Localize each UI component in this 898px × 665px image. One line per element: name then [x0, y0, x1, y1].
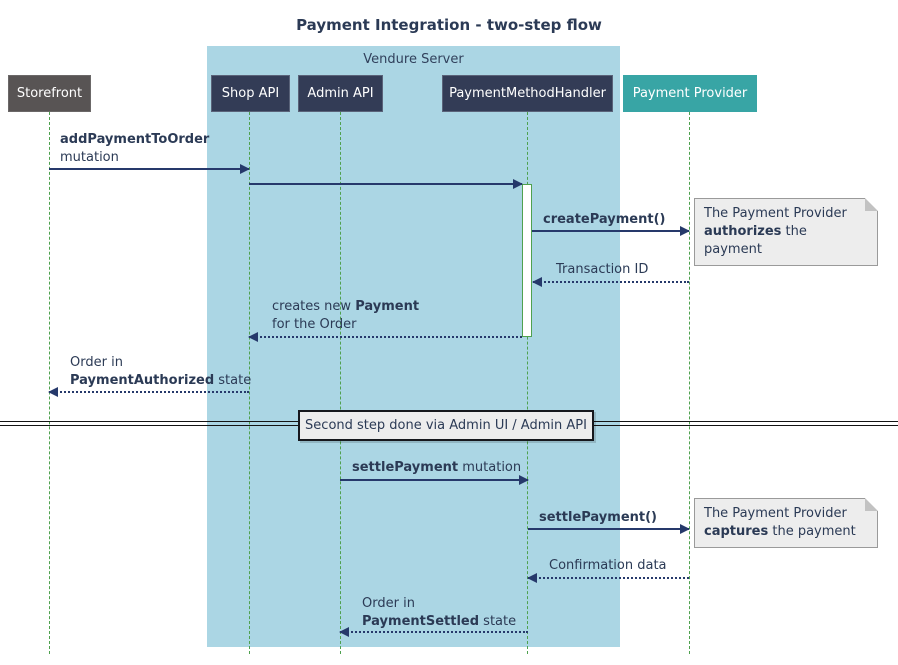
label-order-authorized-line1: Order in	[70, 355, 123, 370]
label-order-settled: Order in PaymentSettled state	[362, 595, 516, 631]
lifeline-admin-api	[340, 112, 341, 654]
participant-payment-method-handler: PaymentMethodHandler	[442, 75, 613, 112]
label-creates-payment-bold: Payment	[355, 299, 420, 314]
arrow-shop-api-to-handler	[249, 179, 523, 189]
label-add-payment-bold: addPaymentToOrder	[60, 132, 210, 147]
label-add-payment-rest: mutation	[60, 150, 119, 165]
label-creates-payment: creates new Payment for the Order	[272, 298, 419, 334]
lifeline-storefront	[49, 112, 50, 654]
note-authorizes-payment: The Payment Provider authorizes the paym…	[694, 198, 878, 266]
label-transaction-id: Transaction ID	[556, 262, 649, 277]
note-authorize-bold: authorizes	[704, 224, 782, 239]
participant-shop-api: Shop API	[211, 75, 290, 112]
lifeline-payment-provider	[689, 112, 690, 654]
note-authorize-line1: The Payment Provider	[704, 206, 847, 221]
vendure-server-frame-label: Vendure Server	[363, 52, 464, 67]
label-creates-payment-line2: for the Order	[272, 317, 357, 332]
label-add-payment-to-order: addPaymentToOrder mutation	[60, 131, 209, 167]
arrow-settle-payment-call	[528, 524, 690, 534]
divider-second-step: Second step done via Admin UI / Admin AP…	[298, 410, 594, 441]
label-settle-payment-call: settlePayment()	[539, 509, 657, 527]
label-create-payment-bold: createPayment()	[543, 212, 666, 227]
label-settle-payment-mutation-rest: mutation	[458, 460, 522, 475]
arrow-order-authorized-return	[48, 387, 249, 397]
vendure-server-frame	[207, 46, 620, 647]
lifeline-shop-api	[249, 112, 250, 654]
label-settle-payment-mutation-bold: settlePayment	[352, 460, 459, 475]
label-order-authorized-bold: PaymentAuthorized	[70, 373, 215, 388]
arrow-confirmation-return	[527, 573, 689, 583]
note-capture-rest: the payment	[768, 524, 856, 539]
label-order-settled-rest: state	[479, 614, 517, 629]
note-capture-line1: The Payment Provider	[704, 506, 847, 521]
diagram-title: Payment Integration - two-step flow	[296, 16, 602, 34]
lifeline-payment-method-handler	[527, 112, 528, 654]
arrow-order-settled-return	[339, 627, 528, 637]
label-order-settled-bold: PaymentSettled	[362, 614, 480, 629]
arrow-transaction-id-return	[532, 277, 689, 287]
label-order-authorized-rest: state	[214, 373, 252, 388]
label-settle-payment-call-bold: settlePayment()	[539, 510, 657, 525]
label-confirmation-data: Confirmation data	[549, 558, 667, 573]
note-capture-bold: captures	[704, 524, 769, 539]
activation-bar-payment-method-handler	[522, 184, 532, 337]
participant-admin-api: Admin API	[298, 75, 383, 112]
label-order-authorized: Order in PaymentAuthorized state	[70, 354, 251, 390]
label-create-payment: createPayment()	[543, 211, 665, 229]
note-authorize-rest: the payment	[704, 224, 807, 257]
participant-storefront: Storefront	[8, 75, 91, 112]
label-creates-payment-pre: creates new	[272, 299, 356, 314]
arrow-add-payment-to-order	[49, 164, 250, 174]
note-captures-payment: The Payment Provider captures the paymen…	[694, 498, 878, 548]
arrow-settle-payment-mutation	[340, 475, 529, 485]
arrow-create-payment	[532, 226, 690, 236]
label-order-settled-line1: Order in	[362, 596, 415, 611]
label-settle-payment-mutation: settlePayment mutation	[352, 459, 521, 477]
participant-payment-provider: Payment Provider	[623, 75, 757, 112]
arrow-creates-payment-return	[248, 332, 522, 342]
